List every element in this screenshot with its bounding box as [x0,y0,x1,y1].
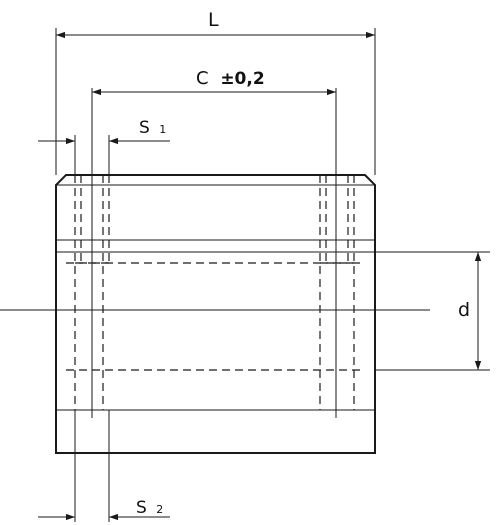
c-tolerance: ±0,2 [220,69,264,89]
c-label: C ±0,2 [196,68,265,89]
part-outline [55,174,376,454]
s1-label: S 1 [139,118,166,138]
d-label: d [458,299,470,321]
s2-subscript: 2 [156,503,163,516]
s1-subscript: 1 [159,123,166,136]
c-letter: C [196,68,209,89]
l-label: L [208,9,219,31]
s2-letter: S [136,498,147,518]
s2-label: S 2 [136,498,163,518]
s1-letter: S [139,118,150,138]
